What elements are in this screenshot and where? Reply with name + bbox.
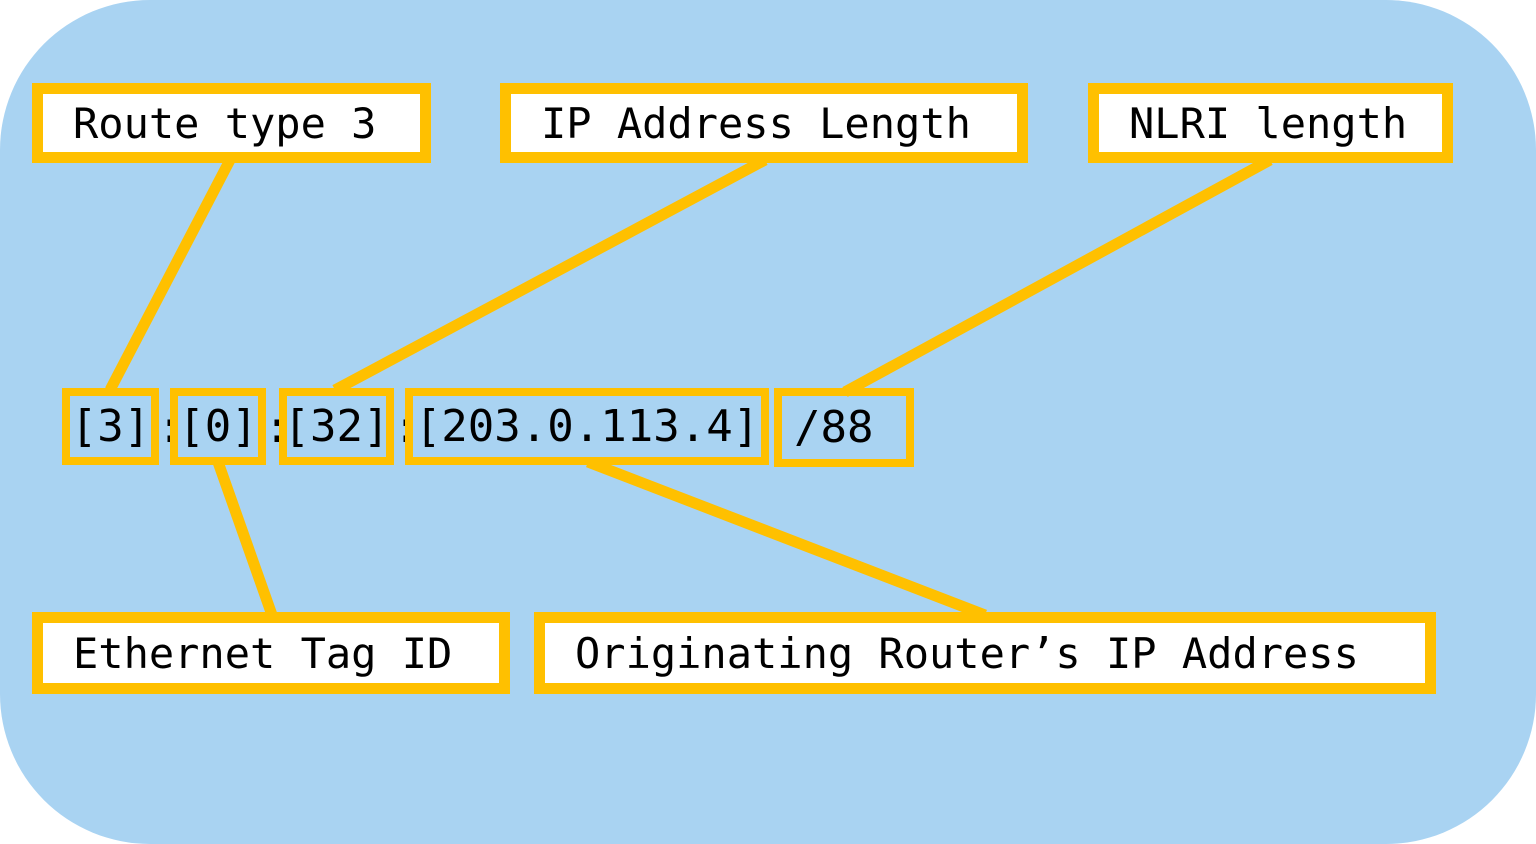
connector-nlri-length (842, 155, 1273, 397)
connector-ip-address-length (332, 155, 768, 395)
label-ip-address-length-text: IP Address Length (541, 98, 971, 148)
token-nlri-length-text: /88 (794, 402, 874, 453)
token-originating-ip-text: [203.0.113.4] (414, 401, 760, 452)
label-originating-router-ip: Originating Router’s IP Address (534, 612, 1436, 694)
token-nlri-length: /88 (774, 388, 914, 467)
connector-route-type (105, 157, 235, 393)
label-nlri-length-text: NLRI length (1129, 98, 1408, 148)
connector-ethernet-tag-id (212, 460, 278, 617)
label-ip-address-length: IP Address Length (500, 83, 1028, 163)
label-route-type-text: Route type 3 (73, 98, 377, 148)
connector-originating-router-ip (586, 456, 987, 621)
label-originating-router-ip-text: Originating Router’s IP Address (575, 628, 1359, 678)
token-ethernet-tag: [0] (170, 388, 266, 465)
token-route-type: [3] (62, 388, 159, 465)
token-ip-length-text: [32] (283, 401, 390, 452)
token-ip-length: [32] (279, 388, 394, 465)
label-route-type: Route type 3 (32, 83, 431, 163)
label-ethernet-tag-id-text: Ethernet Tag ID (73, 628, 453, 678)
token-ethernet-tag-text: [0] (178, 401, 258, 452)
label-nlri-length: NLRI length (1088, 83, 1453, 163)
label-ethernet-tag-id: Ethernet Tag ID (32, 612, 510, 694)
token-route-type-text: [3] (70, 401, 151, 452)
token-originating-ip: [203.0.113.4] (405, 388, 769, 465)
